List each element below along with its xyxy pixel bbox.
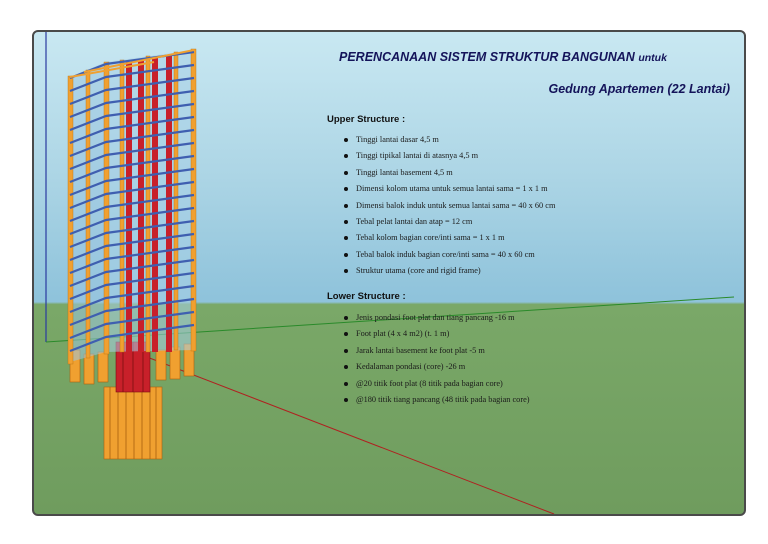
- upper-structure-list: Tinggi lantai dasar 4,5 m Tinggi tipikal…: [342, 134, 555, 282]
- list-item: Tebal balok induk bagian core/inti sama …: [342, 249, 555, 265]
- slide: PERENCANAAN SISTEM STRUKTUR BANGUNAN unt…: [32, 30, 746, 516]
- list-item: @180 titik tiang pancang (48 titik pada …: [342, 394, 530, 410]
- list-item: Tinggi lantai dasar 4,5 m: [342, 134, 555, 150]
- list-item: Foot plat (4 x 4 m2) (t. 1 m): [342, 328, 530, 344]
- list-item: Tebal kolom bagian core/inti sama = 1 x …: [342, 232, 555, 248]
- page-subtitle: Gedung Apartemen (22 Lantai): [548, 82, 730, 96]
- foundation-piles: [69, 341, 195, 460]
- list-item: Tinggi tipikal lantai di atasnya 4,5 m: [342, 150, 555, 166]
- list-item: Kedalaman pondasi (core) -26 m: [342, 361, 530, 377]
- list-item: Dimensi kolom utama untuk semua lantai s…: [342, 183, 555, 199]
- list-item: Tebal pelat lantai dan atap = 12 cm: [342, 216, 555, 232]
- page-title: PERENCANAAN SISTEM STRUKTUR BANGUNAN unt…: [339, 50, 667, 64]
- red-axis-line: [133, 351, 555, 514]
- list-item: Tinggi lantai basement 4,5 m: [342, 167, 555, 183]
- lower-structure-list: Jenis pondasi foot plat dan tiang pancan…: [342, 312, 530, 410]
- list-item: @20 titik foot plat (8 titik pada bagian…: [342, 378, 530, 394]
- list-item: Jenis pondasi foot plat dan tiang pancan…: [342, 312, 530, 328]
- building-3d-model: [45, 32, 735, 514]
- list-item: Dimensi balok induk untuk semua lantai s…: [342, 200, 555, 216]
- lower-structure-heading: Lower Structure :: [327, 291, 406, 302]
- upper-structure-heading: Upper Structure :: [327, 114, 406, 125]
- list-item: Struktur utama (core and rigid frame): [342, 265, 555, 281]
- tower-frame: [67, 48, 197, 365]
- list-item: Jarak lantai basement ke foot plat -5 m: [342, 345, 530, 361]
